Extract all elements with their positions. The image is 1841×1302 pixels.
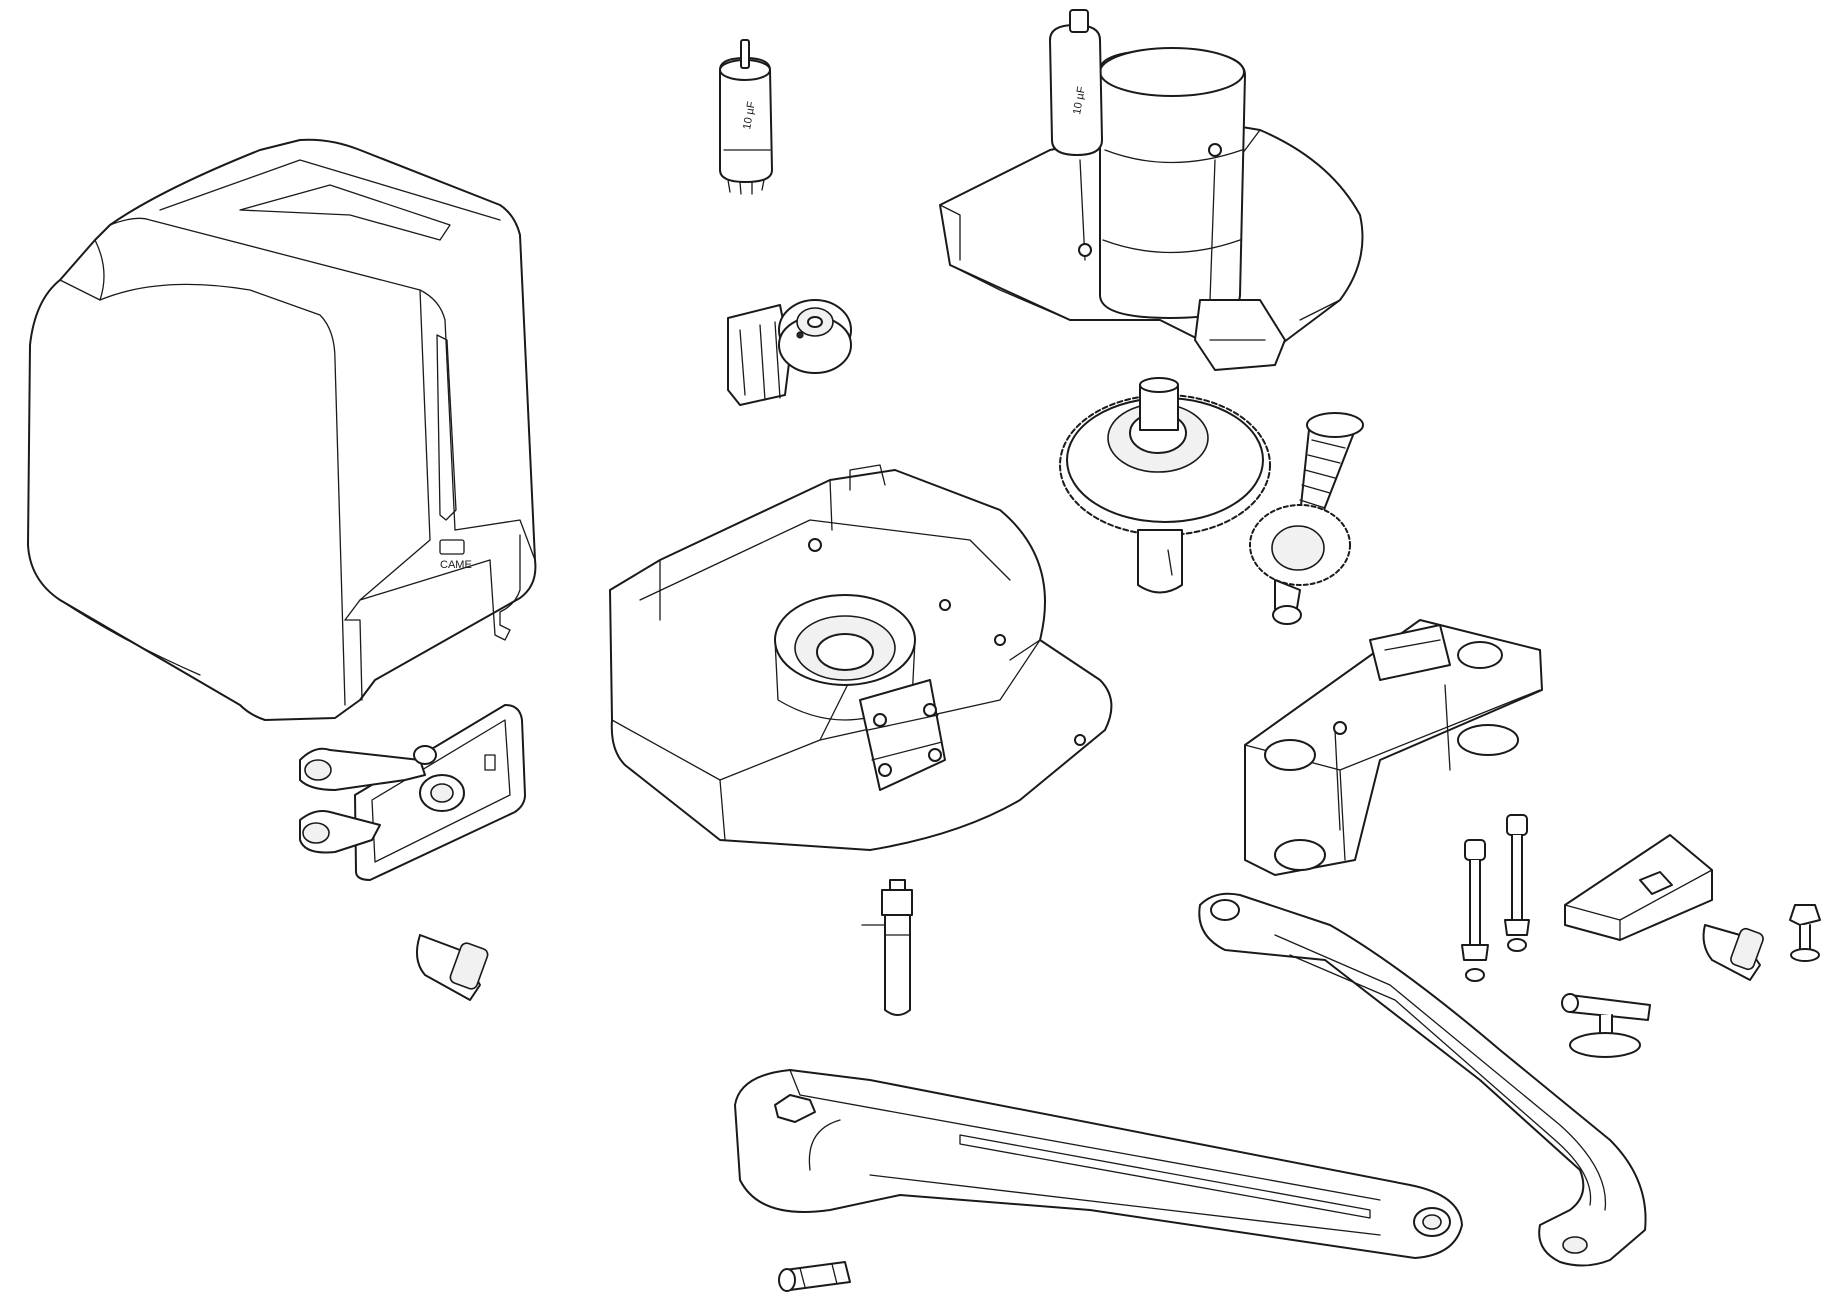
bolt-long-1 (1461, 839, 1489, 982)
worm-gear (1249, 412, 1364, 625)
curved-link-arm (1198, 892, 1647, 1267)
gearbox-base (609, 464, 1113, 851)
motor-capacitor-label: 10 µF (1071, 85, 1088, 115)
secondary-key (1702, 924, 1764, 981)
bolt-long-2 (1504, 814, 1530, 952)
release-spindle (861, 879, 913, 1016)
capacitor-label: 10 µF (741, 100, 758, 130)
output-gear (1059, 377, 1271, 594)
release-panel (354, 704, 526, 881)
release-key (415, 934, 489, 1001)
mounting-bracket (1244, 619, 1543, 876)
housing-cover: CAME (27, 138, 537, 721)
brand-mark-text: CAME (440, 559, 472, 571)
motor-assembly: 10 µF (939, 9, 1364, 371)
capacitor: 10 µF (719, 39, 773, 195)
main-arm (734, 1069, 1463, 1259)
fuse (778, 1261, 851, 1292)
angle-bracket (1564, 834, 1713, 941)
limit-switch-assembly (727, 299, 852, 406)
release-lever (299, 745, 437, 854)
hex-bolt (1789, 904, 1821, 962)
pivot-pin (1561, 993, 1651, 1058)
